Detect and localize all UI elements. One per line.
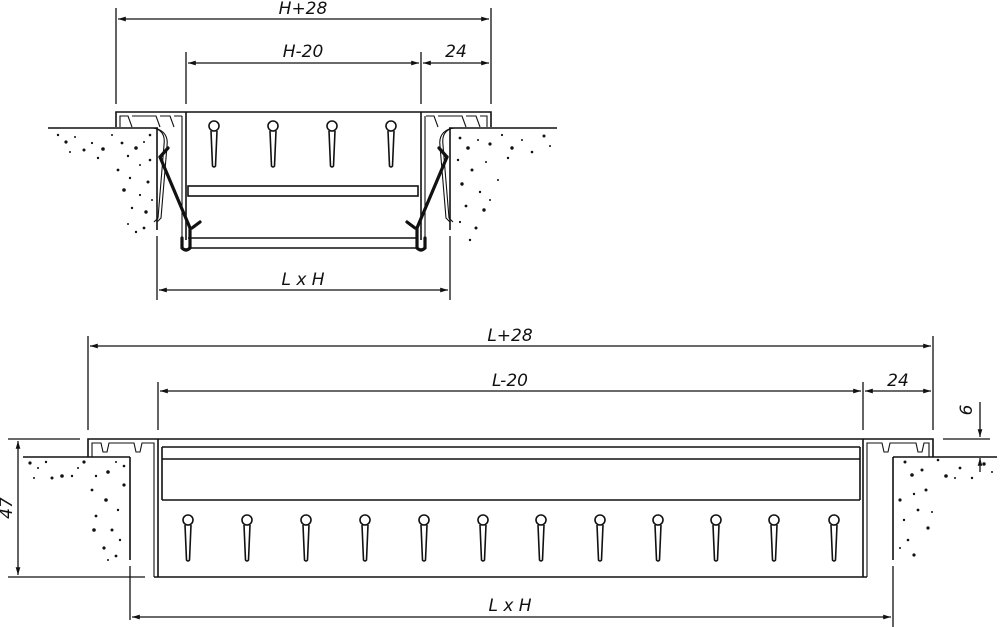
concrete-left-top — [48, 127, 158, 300]
spring-clip-left — [152, 127, 202, 252]
dim-label-height: 47 — [0, 497, 17, 519]
frame-flange-top — [115, 111, 492, 240]
blades-bottom — [182, 514, 840, 562]
dim-overall-bottom: L+28 — [87, 326, 934, 430]
dim-label-overall: L+28 — [487, 326, 533, 346]
spring-clip-right — [405, 127, 455, 252]
dim-label-overall: H+28 — [279, 0, 328, 19]
dim-lip: 6 — [943, 402, 990, 472]
dim-label-inner: H-20 — [283, 42, 324, 62]
dim-label-flange: 24 — [887, 371, 909, 391]
dim-inner-top: H-20 24 — [185, 42, 489, 104]
frame-bottom — [87, 438, 934, 578]
bottom-section-view: L+28 L-20 24 6 47 — [0, 326, 997, 627]
dim-opening-top: L x H — [159, 270, 448, 293]
grille-rails-bottom — [161, 446, 861, 501]
concrete-right-top — [449, 127, 557, 300]
dim-height: 47 — [0, 438, 145, 578]
concrete-right-bottom — [892, 456, 997, 627]
dim-label-flange: 24 — [445, 42, 467, 62]
dim-label-opening: L x H — [488, 596, 531, 616]
dim-label-lip: 6 — [957, 404, 977, 415]
top-section-view: H+28 H-20 24 — [48, 0, 557, 300]
concrete-left-bottom — [23, 456, 131, 620]
dim-label-opening: L x H — [281, 270, 324, 290]
dim-opening-bottom: L x H — [132, 596, 891, 620]
blades-top — [208, 120, 397, 168]
dim-inner-bottom: L-20 24 — [157, 371, 931, 430]
dim-label-inner: L-20 — [492, 371, 528, 391]
grille-rails-top — [187, 185, 419, 249]
dim-overall-top: H+28 — [115, 0, 492, 104]
